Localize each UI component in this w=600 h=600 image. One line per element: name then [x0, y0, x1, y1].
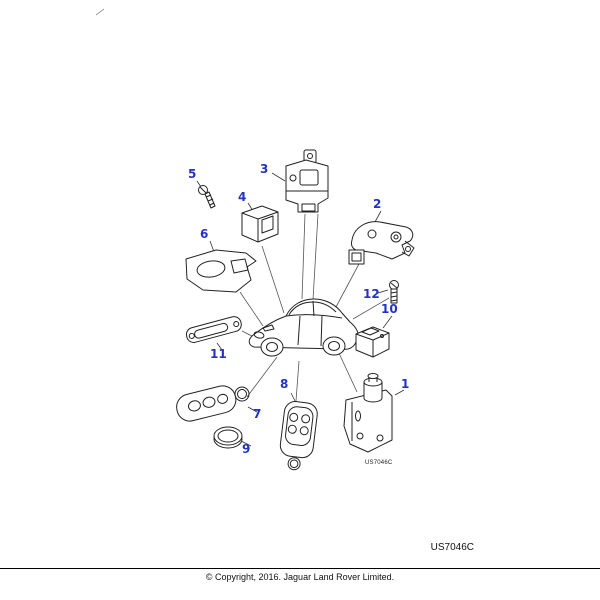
callout-7[interactable]: 7 — [253, 407, 262, 421]
key-fob-drawing — [176, 385, 250, 422]
callout-3[interactable]: 3 — [260, 162, 269, 176]
callout-9[interactable]: 9 — [242, 442, 251, 456]
callout-1[interactable]: 1 — [401, 377, 410, 391]
bolt-drawing — [389, 280, 399, 304]
callout-4[interactable]: 4 — [238, 190, 247, 204]
transmitter-drawing — [185, 316, 242, 343]
window-switch-drawing — [355, 326, 390, 358]
lock-actuator-drawing — [285, 149, 329, 213]
callout-2[interactable]: 2 — [373, 197, 382, 211]
handle-trim-drawing — [185, 249, 257, 293]
car-drawing — [248, 298, 359, 357]
callout-8[interactable]: 8 — [280, 377, 289, 391]
footer-divider — [0, 568, 600, 569]
leader-lines — [239, 213, 390, 402]
screw-drawing — [198, 185, 216, 209]
key-fob-2-drawing — [279, 401, 318, 471]
switch-pack-drawing — [241, 205, 279, 243]
callout-10[interactable]: 10 — [381, 302, 398, 316]
callout-11[interactable]: 11 — [210, 347, 227, 361]
diagram-code: US7046C — [430, 542, 474, 553]
stray-mark — [95, 8, 105, 16]
coin-battery-drawing — [213, 426, 243, 449]
callout-12[interactable]: 12 — [363, 287, 380, 301]
diagram-code-inline: US7046C — [365, 460, 393, 466]
hood-switch-drawing — [343, 373, 393, 453]
callout-5[interactable]: 5 — [188, 167, 197, 181]
door-latch-drawing — [348, 221, 415, 265]
callout-6[interactable]: 6 — [200, 227, 209, 241]
copyright-text: © Copyright, 2016. Jaguar Land Rover Lim… — [205, 572, 395, 582]
